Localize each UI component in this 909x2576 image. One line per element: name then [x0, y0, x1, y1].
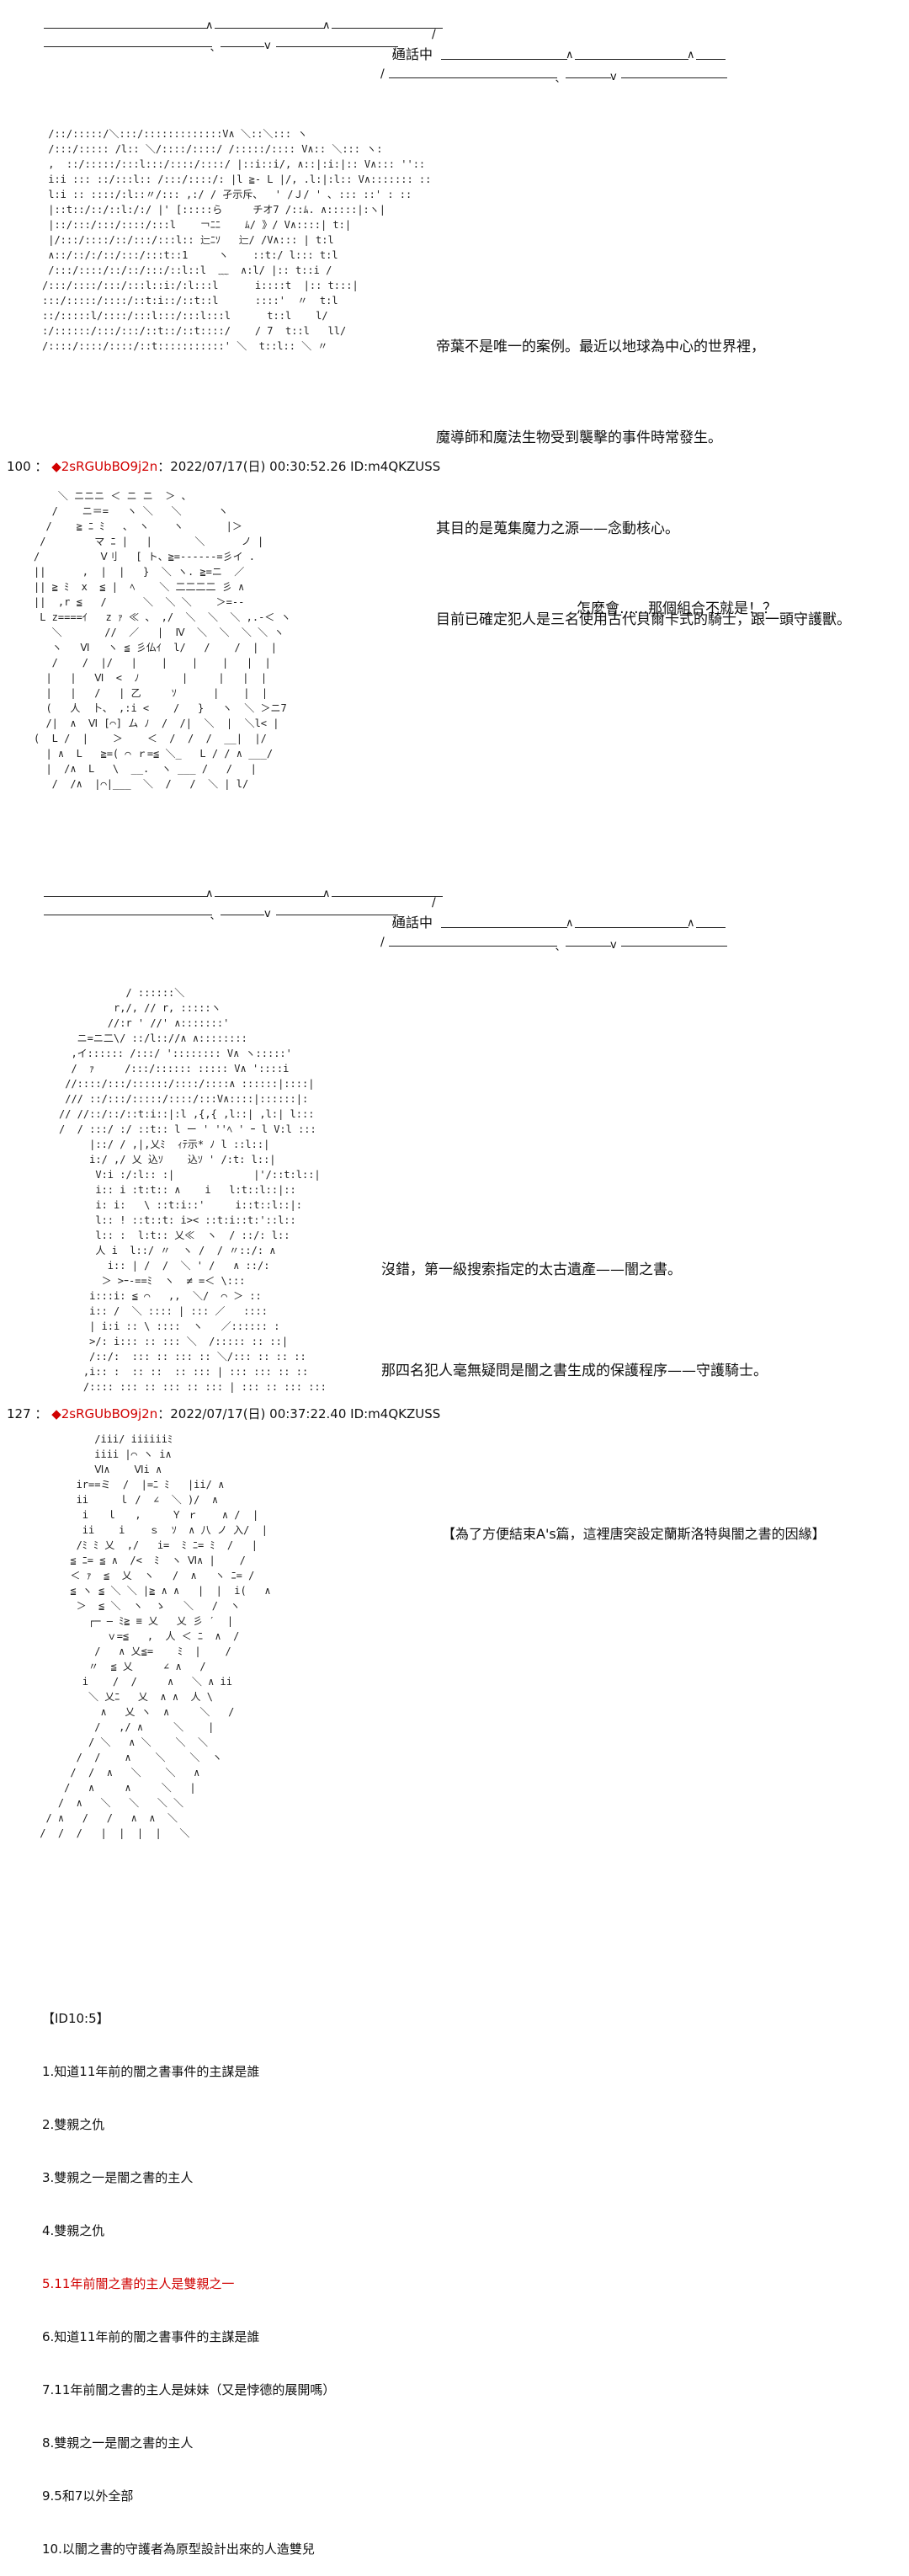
id-list-item: 7.11年前闇之書的主人是妹妹（又是悖德的展開嗎） — [42, 2382, 336, 2397]
poster-name: ◆2sRGUbBO9j2n — [51, 1406, 158, 1421]
narration-line: 那四名犯人毫無疑問是闇之書生成的保護程序——守護騎士。 — [381, 1363, 768, 1379]
id-choice-list: 【ID10:5】 1.知道11年前的闇之書事件的主謀是誰 2.雙親之仇 3.雙親… — [42, 1975, 335, 2576]
id-list-item: 1.知道11年前的闇之書事件的主謀是誰 — [42, 2064, 260, 2079]
call-label: 通話中 — [392, 915, 433, 931]
id-list-item: 4.雙親之仇 — [42, 2223, 105, 2238]
id-list-item: 6.知道11年前的闇之書事件的主謀是誰 — [42, 2329, 260, 2344]
narration-block-2: 沒錯，第一級搜索指定的太古遺產——闇之書。 那四名犯人毫無疑問是闇之書生成的保護… — [381, 1186, 768, 1421]
dialogue-line: 怎麼會……那個組合不就是！？ — [577, 600, 777, 617]
character-ascii-art: ＼ ニニニ ＜ ニ ニ ＞ 、 / ニ＝= ヽ ＼ ＼ ヽ / ≧ ﾆ ﾐ 、 … — [34, 490, 291, 790]
narration-line: 目前已確定犯人是三名使用古代貝爾卡式的騎士，跟一頭守護獸。 — [436, 611, 851, 628]
post-number: 127 — [7, 1406, 31, 1421]
id-list-item: 2.雙親之仇 — [42, 2117, 105, 2132]
character-ascii-art: / ::::::＼ r,/, // r, :::::ヽ //:r ' //' ∧… — [59, 987, 327, 1393]
id-list-item: 9.5和7以外全部 — [42, 2488, 134, 2504]
bubble-tail-tick: v — [264, 40, 271, 52]
id-list-item: 8.雙親之一是闇之書的主人 — [42, 2435, 194, 2451]
id-list-item-highlighted: 5.11年前闇之書的主人是雙親之一 — [42, 2276, 235, 2291]
bubble-tail-tick: v — [264, 908, 271, 920]
call-label: 通話中 — [392, 46, 433, 62]
post-header-127: 127 ： ◆2sRGUbBO9j2n：2022/07/17(日) 00:37:… — [7, 1406, 441, 1421]
character-ascii-art: /::/:::::/＼:::/:::::::::::::V∧ ＼::＼::: ヽ… — [42, 128, 429, 352]
character-ascii-art: /iii/ iiiiiiﾐ iiii |⌒ ヽ i∧ Ⅵ∧ Ⅵi ∧ ir==ミ… — [40, 1433, 271, 1839]
id-list-header: 【ID10:5】 — [42, 2011, 109, 2026]
narration-line: 其目的是蒐集魔力之源——念動核心。 — [436, 520, 679, 537]
id-list-item: 10.以闇之書的守護者為原型設計出來的人造雙兒 — [42, 2541, 315, 2557]
narration-block-1: 帝葉不是唯一的案例。最近以地球為中心的世界裡， 魔導師和魔法生物受到襲擊的事件時… — [436, 271, 851, 665]
author-note: 【為了方便結束A's篇，這裡唐突設定蘭斯洛特與闇之書的因緣】 — [442, 1526, 826, 1542]
post-meta: ：2022/07/17(日) 00:30:52.26 ID:m4QKZUSS — [157, 459, 441, 474]
post-meta: ：2022/07/17(日) 00:37:22.40 ID:m4QKZUSS — [157, 1406, 441, 1421]
poster-name: ◆2sRGUbBO9j2n — [51, 459, 158, 474]
narration-line: 沒錯，第一級搜索指定的太古遺產——闇之書。 — [381, 1261, 682, 1278]
bubble-tail-tick: v — [610, 71, 617, 83]
narration-line: 魔導師和魔法生物受到襲擊的事件時常發生。 — [436, 429, 722, 446]
post-number: 100 — [7, 459, 31, 474]
bubble-tail-tick: v — [610, 939, 617, 952]
post-header-100: 100 ： ◆2sRGUbBO9j2n：2022/07/17(日) 00:30:… — [7, 459, 441, 474]
narration-line: 帝葉不是唯一的案例。最近以地球為中心的世界裡， — [436, 339, 765, 355]
id-list-item: 3.雙親之一是闇之書的主人 — [42, 2170, 194, 2185]
